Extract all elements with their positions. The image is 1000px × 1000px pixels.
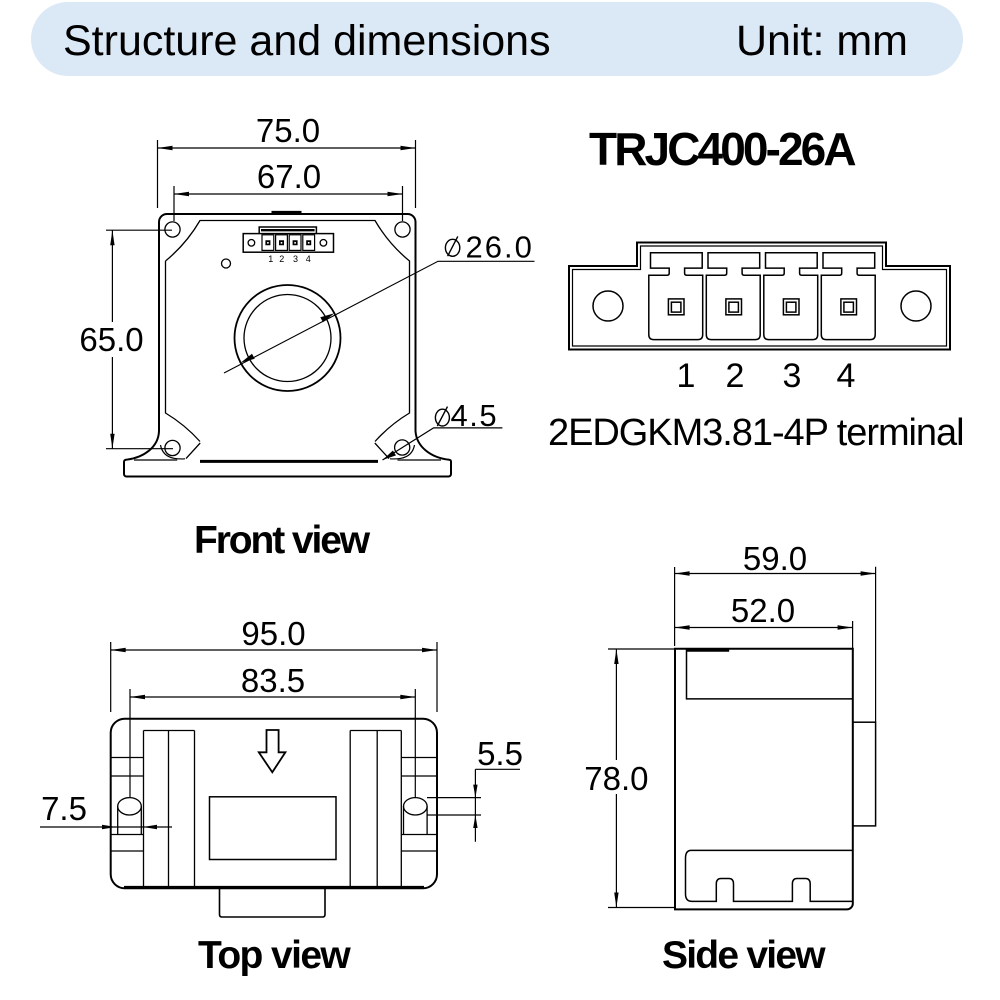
svg-text:2: 2 [726, 357, 745, 395]
svg-text:TRJC400-26A: TRJC400-26A [589, 123, 855, 175]
svg-text:Side view: Side view [662, 934, 826, 977]
svg-text:65.0: 65.0 [79, 321, 143, 358]
svg-text:5.5: 5.5 [477, 735, 523, 772]
svg-text:4: 4 [306, 254, 311, 264]
svg-text:78.0: 78.0 [584, 760, 648, 797]
svg-text:3: 3 [293, 254, 298, 264]
svg-text:59.0: 59.0 [743, 540, 807, 577]
svg-text:2: 2 [279, 254, 284, 264]
svg-text:52.0: 52.0 [731, 592, 795, 629]
svg-text:Unit: mm: Unit: mm [736, 17, 908, 65]
svg-text:4: 4 [837, 357, 856, 395]
svg-text:26.0: 26.0 [466, 230, 534, 265]
svg-text:75.0: 75.0 [256, 112, 320, 149]
svg-text:Front view: Front view [194, 519, 371, 562]
svg-text:3: 3 [783, 357, 802, 395]
svg-text:95.0: 95.0 [241, 615, 305, 652]
svg-text:1: 1 [268, 254, 273, 264]
svg-text:67.0: 67.0 [257, 158, 321, 195]
svg-text:2EDGKM3.81-4P terminal: 2EDGKM3.81-4P terminal [548, 412, 964, 454]
svg-text:4.5: 4.5 [451, 398, 499, 433]
svg-text:83.5: 83.5 [241, 662, 305, 699]
svg-text:7.5: 7.5 [41, 790, 87, 827]
svg-text:1: 1 [677, 357, 696, 395]
svg-text:Top view: Top view [198, 934, 351, 977]
svg-text:Structure and dimensions: Structure and dimensions [63, 17, 551, 65]
